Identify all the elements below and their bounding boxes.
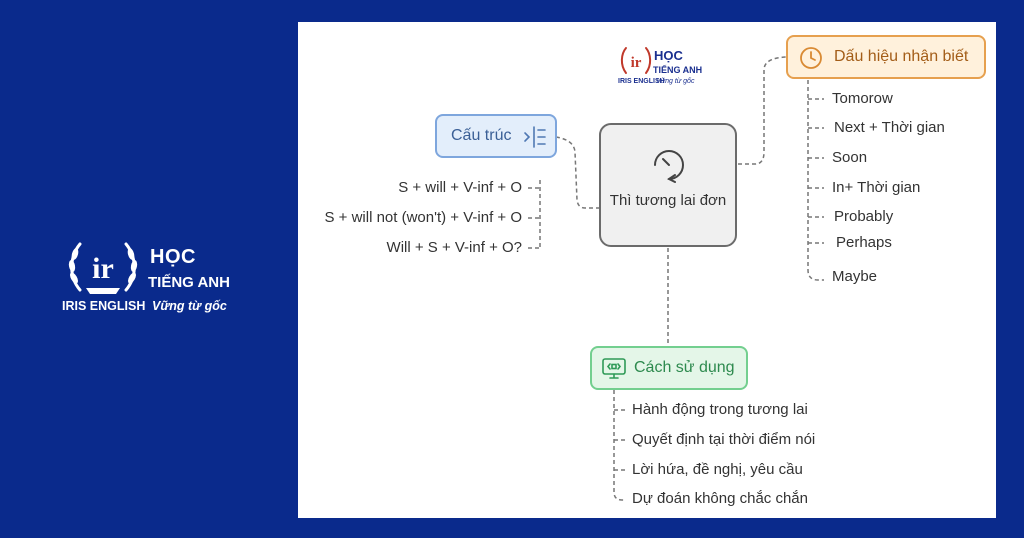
connector-center-signs: [738, 56, 787, 165]
small-logo-line2: TIẾNG ANH: [653, 65, 703, 75]
brand-org: IRIS ENGLISH: [62, 299, 146, 313]
center-node-title: Thì tương lai đơn: [609, 192, 727, 209]
signs-item: Soon: [832, 149, 868, 166]
signs-item: Maybe: [832, 268, 878, 285]
signs-node: Dấu hiệu nhận biết: [786, 35, 986, 79]
brand-slogan: Vững từ gốc: [152, 299, 227, 313]
connector-usage-items: [613, 390, 626, 501]
usage-item: Lời hứa, đề nghị, yêu cầu: [632, 461, 803, 478]
structure-item: S + will not (won't) + V-inf + O: [324, 209, 522, 226]
structure-item: S + will + V-inf + O: [398, 179, 522, 196]
signs-item: Tomorow: [832, 90, 893, 107]
laurel-wreath-icon: ir: [68, 242, 138, 294]
signs-item: Next + Thời gian: [834, 119, 945, 136]
brand-name-line2: TIẾNG ANH: [148, 274, 230, 291]
structure-node: Cấu trúc: [435, 114, 557, 158]
brand-logo: ir HỌC TIẾNG ANH IRIS ENGLISH Vững từ gố…: [62, 238, 262, 318]
diagram-panel: [298, 22, 996, 518]
small-emblem-text: ir: [631, 55, 642, 71]
clock-forward-icon: [654, 150, 684, 183]
structure-item: Will + S + V-inf + O?: [386, 239, 522, 256]
brand-name-line1: HỌC: [150, 246, 196, 268]
small-logo-org: IRIS ENGLISH: [618, 78, 665, 85]
emblem-text: ir: [92, 252, 114, 285]
monitor-code-icon: [602, 358, 626, 379]
small-logo-slogan: Vững từ gốc: [656, 78, 695, 85]
small-laurel-icon: ir: [620, 47, 652, 74]
usage-node: Cách sử dụng: [590, 346, 748, 390]
signs-item: Perhaps: [836, 234, 892, 251]
usage-item: Quyết định tại thời điểm nói: [632, 431, 816, 448]
center-node: Thì tương lai đơn: [599, 123, 737, 247]
small-logo-line1: HỌC: [654, 48, 683, 63]
structure-node-label: Cấu trúc: [451, 127, 512, 144]
small-brand-logo: ir HỌC TIẾNG ANH IRIS ENGLISH Vững từ gố…: [618, 45, 710, 89]
signs-item: In+ Thời gian: [832, 179, 921, 196]
list-icon: [524, 126, 546, 148]
signs-item: Probably: [834, 208, 894, 225]
usage-item: Dự đoán không chắc chắn: [632, 490, 808, 507]
signs-node-label: Dấu hiệu nhận biết: [834, 48, 969, 65]
connector-center-structure: [555, 136, 600, 209]
connector-signs-items: [807, 80, 824, 281]
usage-item: Hành động trong tương lai: [632, 401, 808, 418]
connector-structure-items: [528, 180, 541, 249]
usage-node-label: Cách sử dụng: [634, 359, 735, 376]
clock-icon: [800, 47, 822, 69]
